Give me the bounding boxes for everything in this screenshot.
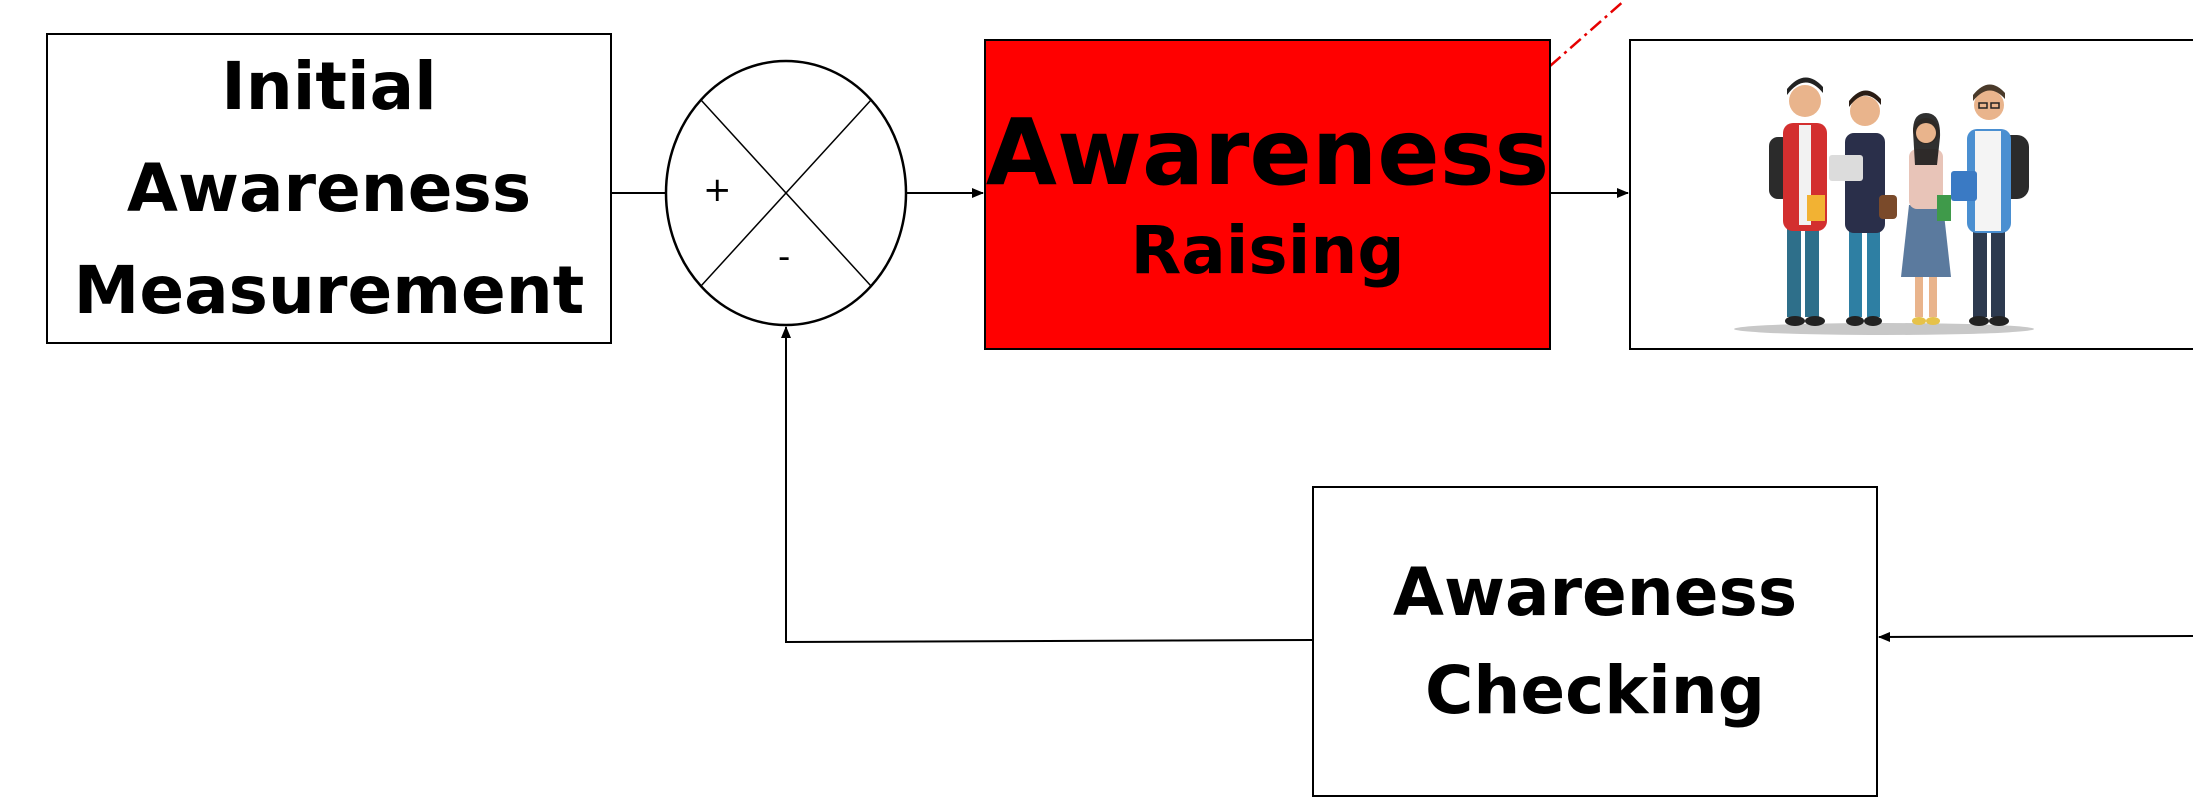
junction-minus-sign: - <box>778 237 791 277</box>
feedback-path <box>781 326 1313 644</box>
arrow-output-to-checking <box>1878 631 2193 642</box>
block-label-line: Initial <box>221 47 437 125</box>
block-label-line: Raising <box>1130 211 1405 289</box>
junction-plus-sign: + <box>703 170 732 210</box>
awareness-checking-block: Awareness Checking <box>1312 486 1878 797</box>
block-label-line: Awareness <box>126 149 532 227</box>
block-label-line: Checking <box>1424 651 1766 729</box>
initial-awareness-measurement-block: Initial Awareness Measurement <box>46 33 612 344</box>
dashed-connector-line <box>1549 0 1626 67</box>
students-image-block <box>1629 39 2193 350</box>
summing-junction <box>664 59 908 327</box>
awareness-raising-block: Awareness Raising <box>984 39 1551 350</box>
block-label-line: Awareness <box>1392 553 1798 631</box>
block-label-line: Measurement <box>73 251 585 329</box>
block-label-line: Awareness <box>985 98 1550 206</box>
students-group-illustration <box>1734 76 2034 335</box>
